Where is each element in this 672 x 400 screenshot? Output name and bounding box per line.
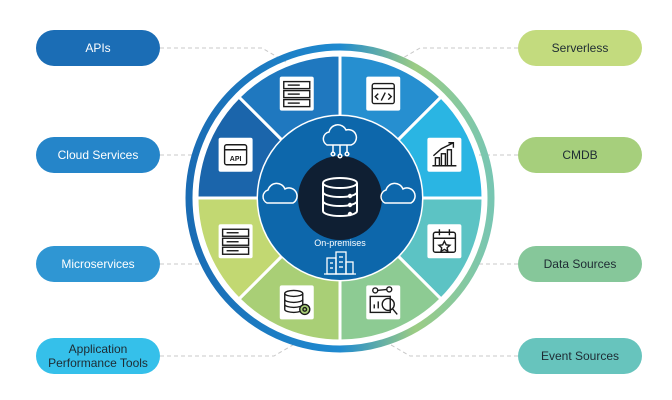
outer-ring [185,43,495,353]
segment-icon-tile [218,137,253,172]
segment-icon-tile [366,76,401,111]
connector-serverless [395,47,518,63]
connector-event-sources [385,341,518,357]
database-gear-icon [284,289,311,316]
server-stack-icon [221,228,250,255]
label-apis: APIs [36,30,160,66]
connector-apm [160,341,299,357]
cloud-icon [380,182,416,204]
svg-text:API: API [230,156,242,163]
cloud-icon [262,182,298,204]
database-server-icon [322,177,358,217]
connector-apis [160,47,287,63]
label-data-sources: Data Sources [518,246,642,282]
code-window-icon [371,82,395,105]
growth-chart-icon [432,142,457,167]
label-cmdb: CMDB [518,137,642,173]
cloud-network-icon [322,124,358,159]
label-cloud-services: Cloud Services [36,137,160,173]
label-application-performance-tools: Application Performance Tools [36,338,160,374]
center-label: On-premises [314,238,366,248]
calendar-star-icon [432,229,457,253]
segment-icon-tile [427,137,462,172]
buildings-icon [324,251,356,275]
api-window-icon: API [223,144,248,166]
label-serverless: Serverless [518,30,642,66]
server-stack-icon [283,80,311,108]
label-microservices: Microservices [36,246,160,282]
label-event-sources: Event Sources [518,338,642,374]
data-analysis-icon [369,286,398,315]
